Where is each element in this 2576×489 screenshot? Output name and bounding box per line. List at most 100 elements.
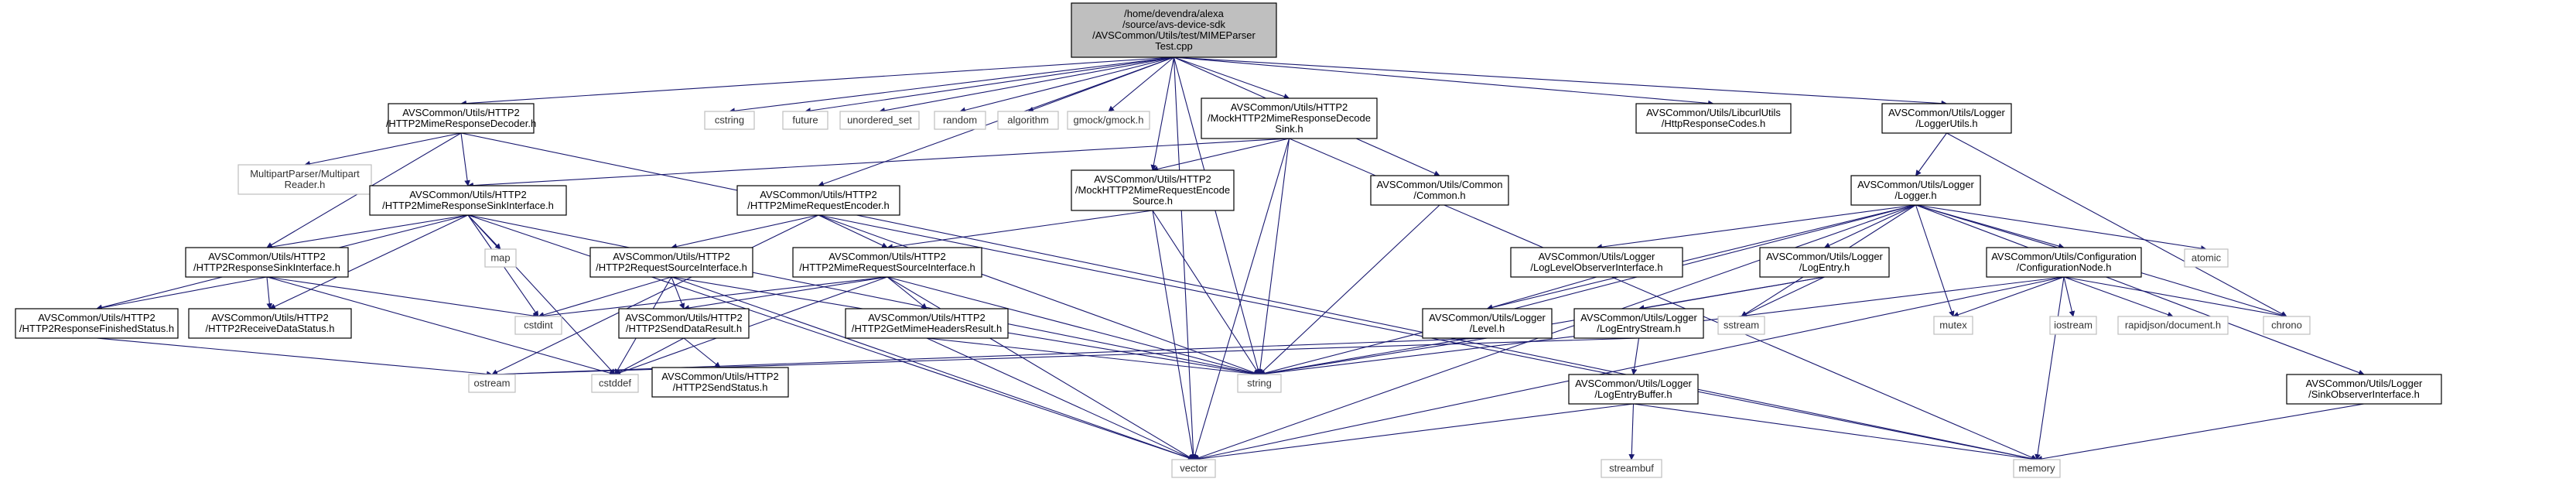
arrow-line <box>467 214 1260 377</box>
arrow-line <box>887 276 1260 376</box>
node-box <box>736 185 900 216</box>
node-label-line: AVSCommon/Utils/HTTP2 <box>661 371 778 382</box>
arrow-line <box>1946 132 2287 317</box>
node-box <box>1422 308 1553 339</box>
node-chrono: chrono <box>2263 316 2311 335</box>
include-arrow-root-to-string <box>1173 56 1261 375</box>
include-arrow-log-entry-stream-to-log-entry-buffer <box>1631 337 1640 375</box>
include-arrow-logger-utils-to-logger <box>1915 132 1947 176</box>
node-box <box>1568 374 1699 405</box>
include-arrow-mime-encoder-to-mime-request-source-iface <box>818 214 888 248</box>
node-box <box>514 316 562 335</box>
arrow-line <box>1259 204 1916 376</box>
node-configuration-node[interactable]: AVSCommon/Utils/Configuration/Configurat… <box>1986 247 2142 278</box>
node-request-source-iface[interactable]: AVSCommon/Utils/HTTP2/HTTP2RequestSource… <box>589 247 753 278</box>
arrow-line <box>1915 204 1955 317</box>
node-http-response-codes[interactable]: AVSCommon/Utils/LibcurlUtils/HttpRespons… <box>1635 103 1792 134</box>
arrow-line <box>266 276 616 376</box>
node-box <box>651 367 789 398</box>
arrow-line <box>926 337 1194 460</box>
node-mock-encode-source[interactable]: AVSCommon/Utils/HTTP2/MockHTTP2MimeReque… <box>1071 169 1235 211</box>
node-mock-decode-sink[interactable]: AVSCommon/Utils/HTTP2/MockHTTP2MimeRespo… <box>1201 97 1378 139</box>
include-arrow-mime-encoder-to-ostream <box>491 214 819 375</box>
include-arrow-mime-request-source-iface-to-string <box>887 276 1260 376</box>
node-send-data-result[interactable]: AVSCommon/Utils/HTTP2/HTTP2SendDataResul… <box>618 308 750 339</box>
node-ostream: ostream <box>468 374 516 393</box>
arrow-line <box>96 276 268 311</box>
node-logger-utils[interactable]: AVSCommon/Utils/Logger/LoggerUtils.h <box>1881 103 2012 134</box>
node-log-entry[interactable]: AVSCommon/Utils/Logger/LogEntry.h <box>1759 247 1890 278</box>
node-mime-sink-iface[interactable]: AVSCommon/Utils/HTTP2/HTTP2MimeResponseS… <box>369 185 567 216</box>
node-log-entry-buffer[interactable]: AVSCommon/Utils/Logger/LogEntryBuffer.h <box>1568 374 1699 405</box>
node-label-line: AVSCommon/Utils/Logger <box>1429 312 1546 323</box>
node-box <box>1067 111 1150 130</box>
include-arrow-configuration-node-to-chrono <box>2063 276 2287 319</box>
node-box <box>388 103 535 134</box>
arrow-line <box>1823 204 1916 248</box>
include-arrow-response-sink-iface-to-receive-data-status <box>266 276 273 309</box>
node-label-line: /ConfigurationNode.h <box>2017 262 2112 273</box>
node-label-line: random <box>943 115 977 126</box>
node-box <box>618 308 750 339</box>
node-send-status[interactable]: AVSCommon/Utils/HTTP2/HTTP2SendStatus.h <box>651 367 789 398</box>
node-iostream: iostream <box>2049 316 2097 335</box>
node-response-sink-iface[interactable]: AVSCommon/Utils/HTTP2/HTTP2ResponseSinkI… <box>185 247 349 278</box>
arrow-line <box>818 56 1174 187</box>
node-sink-observer[interactable]: AVSCommon/Utils/Logger/SinkObserverInter… <box>2286 374 2442 405</box>
node-level[interactable]: AVSCommon/Utils/Logger/Level.h <box>1422 308 1553 339</box>
include-arrow-mime-decoder-to-multipart-reader <box>304 132 462 167</box>
arrow-line <box>467 214 616 375</box>
arrow-line <box>266 276 539 319</box>
node-get-mime-headers-result[interactable]: AVSCommon/Utils/HTTP2/HTTP2GetMimeHeader… <box>845 308 1009 339</box>
node-common[interactable]: AVSCommon/Utils/Common/Common.h <box>1370 175 1509 206</box>
include-arrow-mime-request-source-iface-to-send-data-result <box>683 276 888 311</box>
include-arrow-logger-to-mutex <box>1915 204 1955 317</box>
node-box <box>2263 316 2311 335</box>
node-label-line: /HTTP2ResponseFinishedStatus.h <box>19 323 174 334</box>
node-layer: /home/devendra/alexa/source/avs-device-s… <box>15 2 2442 478</box>
node-box <box>188 308 352 339</box>
node-log-level-observer[interactable]: AVSCommon/Utils/Logger/LogLevelObserverI… <box>1510 247 1683 278</box>
node-mime-request-source-iface[interactable]: AVSCommon/Utils/HTTP2/HTTP2MimeRequestSo… <box>792 247 982 278</box>
include-arrow-request-source-iface-to-vector <box>671 276 1194 461</box>
node-label-line: /Logger.h <box>1894 190 1936 201</box>
node-label-line: unordered_set <box>847 115 912 126</box>
node-box <box>2013 459 2061 478</box>
node-receive-data-status[interactable]: AVSCommon/Utils/HTTP2/HTTP2ReceiveDataSt… <box>188 308 352 339</box>
include-arrow-mime-sink-iface-to-response-sink-iface <box>266 214 469 250</box>
node-logger[interactable]: AVSCommon/Utils/Logger/Logger.h <box>1850 175 1981 206</box>
include-arrow-mock-encode-source-to-vector <box>1152 210 1196 460</box>
node-box <box>591 374 639 393</box>
node-label-line: AVSCommon/Utils/Logger <box>1888 107 2005 118</box>
arrow-line <box>304 132 462 167</box>
node-label-line: MultipartParser/Multipart <box>250 168 360 180</box>
arrow-line <box>1174 56 1714 107</box>
node-mime-decoder[interactable]: AVSCommon/Utils/HTTP2/HTTP2MimeResponseD… <box>386 103 536 134</box>
node-box <box>1510 247 1683 278</box>
node-label-line: map <box>490 252 510 264</box>
node-label-line: /source/avs-device-sdk <box>1122 19 1225 30</box>
node-log-entry-stream[interactable]: AVSCommon/Utils/Logger/LogEntryStream.h <box>1573 308 1704 339</box>
node-label-line: /HTTP2MimeResponseSinkInterface.h <box>382 200 554 211</box>
node-label-line: ostream <box>474 378 511 389</box>
arrow-line <box>614 337 685 375</box>
node-random: random <box>934 111 986 130</box>
node-label-line: AVSCommon/Utils/Logger <box>1766 251 1883 262</box>
arrow-line <box>1741 276 1825 317</box>
node-box <box>839 111 920 130</box>
include-arrow-get-mime-headers-result-to-string <box>926 337 1260 378</box>
node-label-line: /home/devendra/alexa <box>1124 8 1224 19</box>
arrow-line <box>818 214 888 248</box>
node-box <box>1601 459 1662 478</box>
node-cstddef: cstddef <box>591 374 639 393</box>
arrow-line <box>671 276 1194 461</box>
arrow-line <box>1150 56 1175 171</box>
node-mime-encoder[interactable]: AVSCommon/Utils/HTTP2/HTTP2MimeRequestEn… <box>736 185 900 216</box>
node-label-line: AVSCommon/Utils/HTTP2 <box>38 312 155 323</box>
node-response-finished-status[interactable]: AVSCommon/Utils/HTTP2/HTTP2ResponseFinis… <box>15 308 179 339</box>
node-label-line: /HTTP2RequestSourceInterface.h <box>596 262 747 273</box>
arrow-line <box>2063 276 2075 317</box>
arrow-line <box>1915 204 2207 251</box>
node-box <box>2049 316 2097 335</box>
node-mutex: mutex <box>1933 316 1973 335</box>
